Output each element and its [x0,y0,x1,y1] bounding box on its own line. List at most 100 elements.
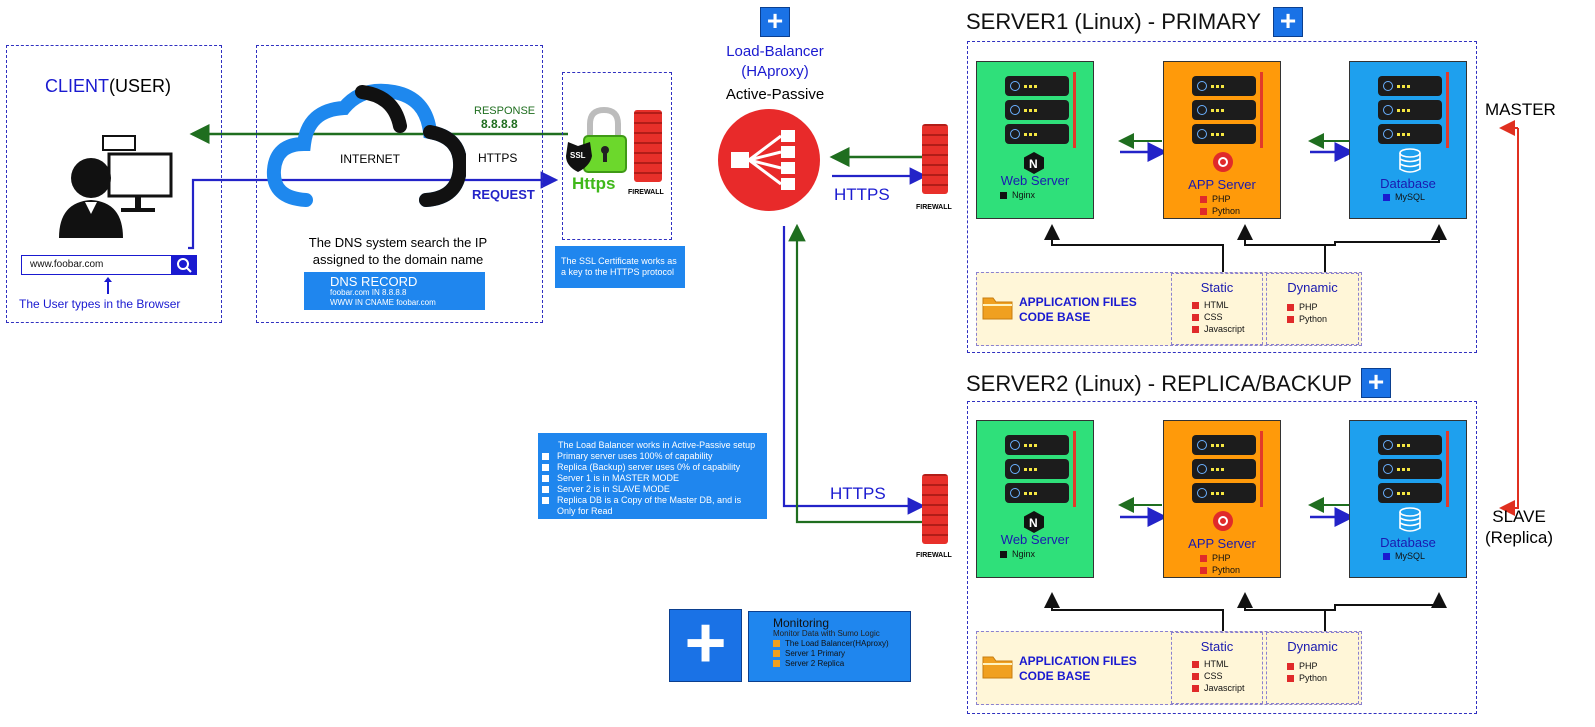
dynamic-files-title: Dynamic [1287,639,1338,654]
https-label: HTTPS [478,151,518,165]
server1-title: SERVER1 (Linux) - PRIMARY [966,9,1262,34]
server2-plus-button[interactable]: + [1361,368,1391,398]
server1-panel [967,41,1477,353]
firewall-label-ssl: FIREWALL [628,189,664,196]
ssl-note-text: The SSL Certificate works as a key to th… [561,256,677,277]
server1-role: MASTER [1485,100,1556,119]
monitoring-item: The Load Balancer(HAproxy) [773,639,910,649]
svg-text:N: N [1029,516,1038,530]
search-icon [177,258,192,273]
lb-note-text: Primary server uses 100% of capability [557,451,713,461]
monitoring-item-text: The Load Balancer(HAproxy) [785,639,889,648]
client-title: CLIENT(USER) [45,76,171,97]
server-rack-icon [1005,435,1071,507]
server2-database: Database MySQL [1349,420,1467,578]
static-file-item: HTML [1192,658,1262,670]
app-files-title-line2: CODE BASE [1019,669,1091,683]
ssl-badge: SSL [570,151,586,160]
lb-note-item: Replica (Backup) server uses 0% of capab… [542,462,763,473]
web-server-item: Nginx [1000,548,1035,560]
static-file-text: CSS [1204,671,1223,681]
dns-record-line1: foobar.com IN 8.8.8.8 [330,288,407,297]
dynamic-files-title: Dynamic [1287,280,1338,295]
browser-search-bar[interactable]: www.foobar.com [21,255,197,275]
client-title-main: CLIENT [45,76,110,96]
monitoring-plus-button[interactable]: + [669,607,742,682]
lb-note-text: Replica DB is a Copy of the Master DB, a… [557,495,742,516]
app-server-title: APP Server [1188,536,1256,551]
static-file-text: CSS [1204,312,1223,322]
load-balancer-plus-button[interactable]: + [760,7,790,37]
app-server-item: PHP [1200,552,1240,564]
firewall-label-bottom: FIREWALL [916,552,952,559]
server1-app-server: APP Server PHP Python [1163,61,1281,219]
dynamic-file-text: PHP [1299,661,1318,671]
nginx-icon: N [1024,511,1044,533]
firewall-icon-bottom [922,474,948,544]
server2-role-line2: (Replica) [1485,528,1554,547]
static-files-panel: Static HTML CSS Javascript [1171,273,1263,345]
ssl-panel [562,72,672,240]
database-item: MySQL [1383,191,1425,203]
database-title: Database [1380,535,1436,550]
dns-description-line1: The DNS system search the IP [308,235,488,250]
lb-note-item: Primary server uses 100% of capability [542,451,763,462]
svg-text:N: N [1029,157,1038,171]
user-computer-icon [59,135,173,238]
static-files-title: Static [1200,280,1234,295]
web-server-item-text: Nginx [1012,549,1036,559]
static-file-item: HTML [1192,299,1262,311]
dns-description-line2: assigned to the domain name [312,252,484,267]
dns-record-line2: WWW IN CNAME foobar.com [330,298,436,307]
search-input[interactable]: www.foobar.com [30,259,104,270]
up-arrow-icon [104,277,112,294]
database-icon [1399,148,1421,173]
folder-icon [982,656,1013,679]
server-rack-icon [1192,435,1258,507]
lb-note-item: Server 1 is in MASTER MODE [542,473,763,484]
monitoring-item: Server 2 Replica [773,659,910,669]
dynamic-files-panel: Dynamic PHP Python [1266,273,1359,345]
server1-app-files: APPLICATION FILES CODE BASE Static HTML … [976,272,1362,346]
app-files-title: APPLICATION FILES CODE BASE [1019,295,1137,325]
dynamic-file-item: PHP [1287,660,1358,672]
app-server-title: APP Server [1188,177,1256,192]
server2-panel [967,401,1477,714]
dynamic-files-panel: Dynamic PHP Python [1266,632,1359,704]
lb-notes-box: The Load Balancer works in Active-Passiv… [538,433,767,519]
server-rack-icon [1005,76,1071,148]
dynamic-file-item: PHP [1287,301,1358,313]
app-server-item: PHP [1200,193,1240,205]
firewall-icon-ssl [634,110,662,182]
lb-https-bottom: HTTPS [830,484,886,503]
app-files-title-line1: APPLICATION FILES [1019,654,1137,668]
app-server-item-text: Python [1212,206,1241,216]
load-balancer-title-line2: (HAproxy) [741,63,809,80]
load-balancer-title: Load-Balancer (HAproxy) [700,42,850,82]
app-server-item: Python [1200,205,1240,217]
dns-record-box: DNS RECORD foobar.com IN 8.8.8.8 WWW IN … [304,272,485,310]
database-icon [1399,507,1421,532]
lb-notes-intro-text: The Load Balancer works in Active-Passiv… [558,440,756,450]
static-file-item: Javascript [1192,323,1262,335]
app-server-item: Python [1200,564,1240,576]
firewall-icon-top [922,124,948,194]
app-files-title-line1: APPLICATION FILES [1019,295,1137,309]
server2-web-server: N Web Server Nginx [976,420,1094,578]
app-server-item-text: PHP [1212,194,1231,204]
app-gear-icon [1213,152,1233,172]
lb-note-text: Server 2 is in SLAVE MODE [557,484,670,494]
app-server-items: PHP Python [1200,193,1240,217]
search-button[interactable] [171,255,197,275]
dynamic-file-text: PHP [1299,302,1318,312]
database-title: Database [1380,176,1436,191]
server1-plus-button[interactable]: + [1273,7,1303,37]
cloud-label: INTERNET [340,152,400,166]
server-rack-icon [1378,76,1444,148]
dns-description: The DNS system search the IP assigned to… [278,234,518,268]
web-server-item: Nginx [1000,189,1035,201]
client-title-suffix: (USER) [109,76,172,96]
dynamic-file-item: Python [1287,672,1358,684]
static-file-item: CSS [1192,311,1262,323]
app-server-items: PHP Python [1200,552,1240,576]
